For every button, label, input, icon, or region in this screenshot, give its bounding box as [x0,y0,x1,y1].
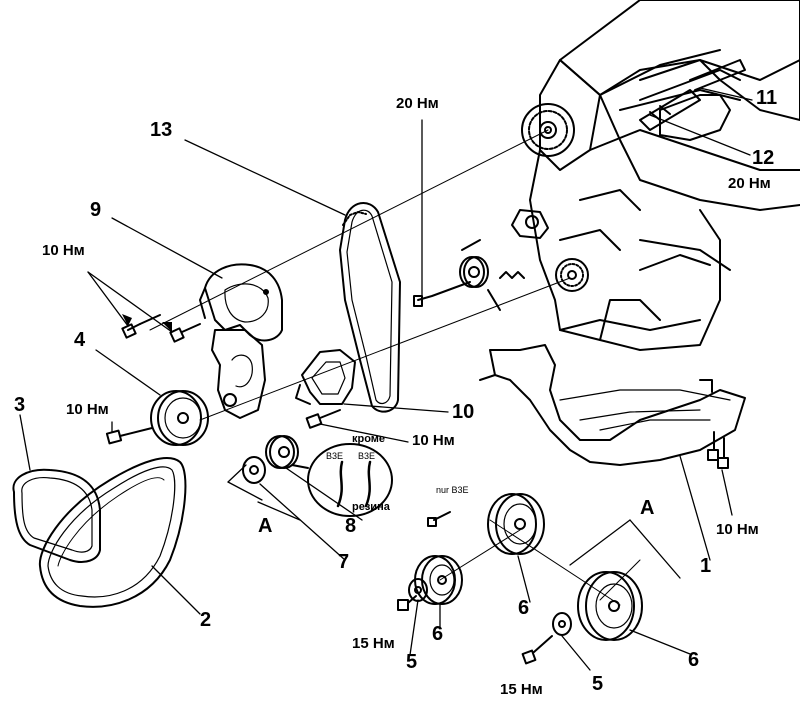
idler-bolt [413,281,471,307]
bolt-15-center [397,595,417,611]
belt-tensioner-bracket [511,209,549,239]
drive-belt-2 [38,457,187,608]
crankshaft-pulley-4 [150,390,209,446]
label-1: 1 [700,555,712,577]
torque-15-center: 15 Нм [352,635,395,652]
key-part-7 [242,456,266,484]
idler-pulley [459,256,489,288]
torque-10-pulley: 10 Нм [66,401,109,418]
label-3: 3 [14,394,26,416]
drive-belt-3 [12,468,101,563]
leader-lines [19,87,753,671]
note-rubber: резина [352,501,390,513]
bolt-nur-b3e [427,511,451,527]
note-b3e-b: B3E [358,451,376,461]
cover-bolt-right [707,431,729,469]
cover-bolt-1 [121,314,161,339]
note-except: кроме [352,433,386,445]
label-8: 8 [345,515,357,537]
lower-engine-cover-1 [479,344,746,466]
label-7: 7 [338,551,350,573]
bolt-15-right [521,635,553,665]
torque-10-left: 10 Нм [42,242,85,259]
pulley-bolt-left [105,427,153,445]
pulley-6-right [577,571,643,641]
engine-block [529,0,800,351]
torque-15-right: 15 Нм [500,681,543,698]
label-5-right: 5 [592,673,604,695]
belt-guard-plate [295,349,356,405]
torque-10-center: 10 Нм [412,432,455,449]
label-12: 12 [752,147,775,169]
label-6-right: 6 [688,649,700,671]
washer-5-right [552,612,572,636]
label-group-a-left: A [258,515,273,537]
torque-10-right: 10 Нм [716,521,759,538]
part-11-pipe [689,59,746,91]
damper-part-8 [265,435,299,469]
arrowheads [122,314,172,332]
label-10: 10 [452,401,475,423]
label-9: 9 [90,199,102,221]
cover-bolt-2 [169,323,201,343]
torque-20-right: 20 Нм [728,175,771,192]
note-nur-b3e: nur B3E [436,485,469,495]
torque-20-top: 20 Нм [396,95,439,112]
label-5-center: 5 [406,651,418,673]
label-4: 4 [74,329,86,351]
camshaft-sprocket [521,103,575,157]
label-6-large: 6 [518,597,530,619]
label-2: 2 [200,609,212,631]
damper-bolt [305,409,341,429]
tensioner-spring [461,239,525,311]
note-b3e-a: B3E [326,451,344,461]
assembly-axis-lines [149,129,641,606]
label-6-center: 6 [432,623,444,645]
lower-timing-cover [211,329,266,419]
b3e-callout-bubble [291,443,393,517]
label-group-a-right: A [640,497,655,519]
label-11: 11 [756,87,778,109]
pulley-6-large [487,493,545,555]
label-13: 13 [150,119,173,141]
crankshaft-sprocket [555,258,589,292]
timing-belt-13 [339,202,401,413]
